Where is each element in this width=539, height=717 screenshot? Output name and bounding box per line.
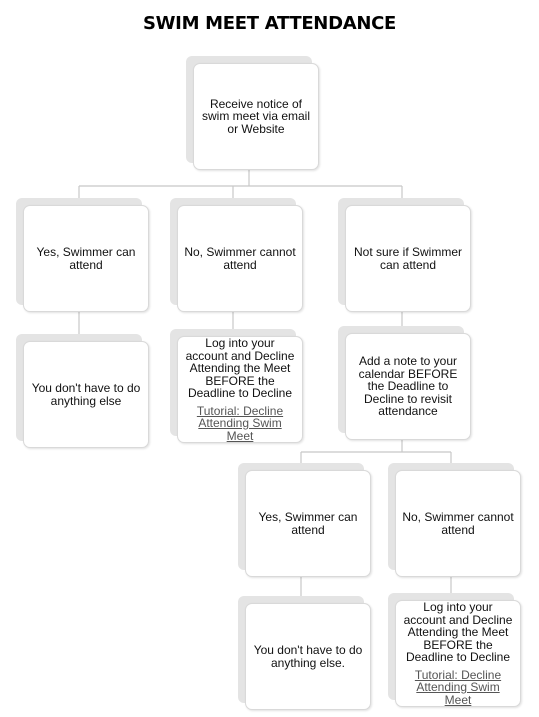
node-add-note: Add a note to your calendar BEFORE the D… [338,326,471,440]
node-decline-2: Log into your account and Decline Attend… [388,593,521,707]
node-text: Receive notice of swim meet via email or… [201,96,311,136]
node-text: No, Swimmer cannot attend [184,245,296,272]
node-text: Yes, Swimmer can attend [258,510,358,537]
node-yes-can-attend: Yes, Swimmer can attend [16,198,149,312]
node-text: Yes, Swimmer can attend [36,245,136,272]
node-yes-can-attend-2: Yes, Swimmer can attend [238,463,371,577]
node-text: Not sure if Swimmer can attend [353,245,463,272]
node-no-cannot-attend: No, Swimmer cannot attend [170,198,303,312]
tutorial-link-2[interactable]: Tutorial: Decline Attending Swim Meet [414,667,502,707]
node-text: Add a note to your calendar BEFORE the D… [358,354,458,419]
node-text: Log into your account and Decline Attend… [185,336,295,400]
node-text: You don't have to do anything else [31,381,141,408]
node-receive-notice: Receive notice of swim meet via email or… [186,56,319,170]
diagram-title: SWIM MEET ATTENDANCE [142,13,397,34]
node-not-sure: Not sure if Swimmer can attend [338,198,471,312]
tutorial-link-1[interactable]: Tutorial: Decline Attending Swim Meet [196,403,284,443]
node-nothing-else-1: You don't have to do anything else [16,334,149,448]
node-no-cannot-attend-2: No, Swimmer cannot attend [388,463,521,577]
node-text: Log into your account and Decline Attend… [403,600,513,664]
node-text: No, Swimmer cannot attend [402,510,514,537]
node-nothing-else-2: You don't have to do anything else. [238,596,371,710]
node-text: You don't have to do anything else. [253,643,363,670]
node-decline-1: Log into your account and Decline Attend… [170,329,303,443]
